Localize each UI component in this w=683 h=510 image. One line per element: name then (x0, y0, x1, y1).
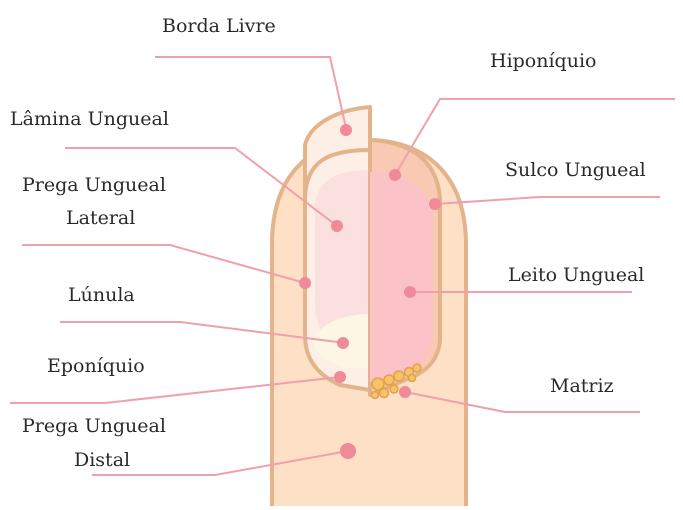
marker-eponiquio (334, 371, 346, 383)
label-prega-lateral-line1: Prega Ungueal (22, 173, 166, 197)
label-lamina-ungueal: Lâmina Ungueal (10, 107, 169, 131)
marker-borda-livre (340, 124, 352, 136)
label-matriz: Matriz (550, 374, 614, 398)
leader-sulco (435, 197, 660, 204)
leader-borda-livre (155, 57, 346, 128)
marker-matriz (399, 386, 411, 398)
marker-leito (404, 286, 416, 298)
label-leito-ungueal: Leito Ungueal (508, 263, 644, 287)
nail-bed-right (370, 172, 432, 382)
label-lunula: Lúnula (68, 283, 135, 307)
label-eponiquio: Eponíquio (47, 354, 145, 378)
marker-prega-distal (340, 443, 356, 459)
label-prega-distal-line1: Prega Ungueal (22, 414, 166, 438)
marker-hiponiquio (389, 169, 401, 181)
marker-prega-lateral (299, 277, 311, 289)
label-prega-lateral-line2: Lateral (66, 206, 135, 230)
marker-sulco (429, 198, 441, 210)
label-hiponiquio: Hiponíquio (490, 49, 596, 73)
leader-prega-lateral (22, 245, 305, 283)
label-borda-livre: Borda Livre (162, 14, 276, 38)
label-prega-distal-line2: Distal (74, 448, 130, 472)
marker-lunula (337, 337, 349, 349)
label-sulco-ungueal: Sulco Ungueal (505, 158, 646, 182)
marker-lamina (331, 220, 343, 232)
